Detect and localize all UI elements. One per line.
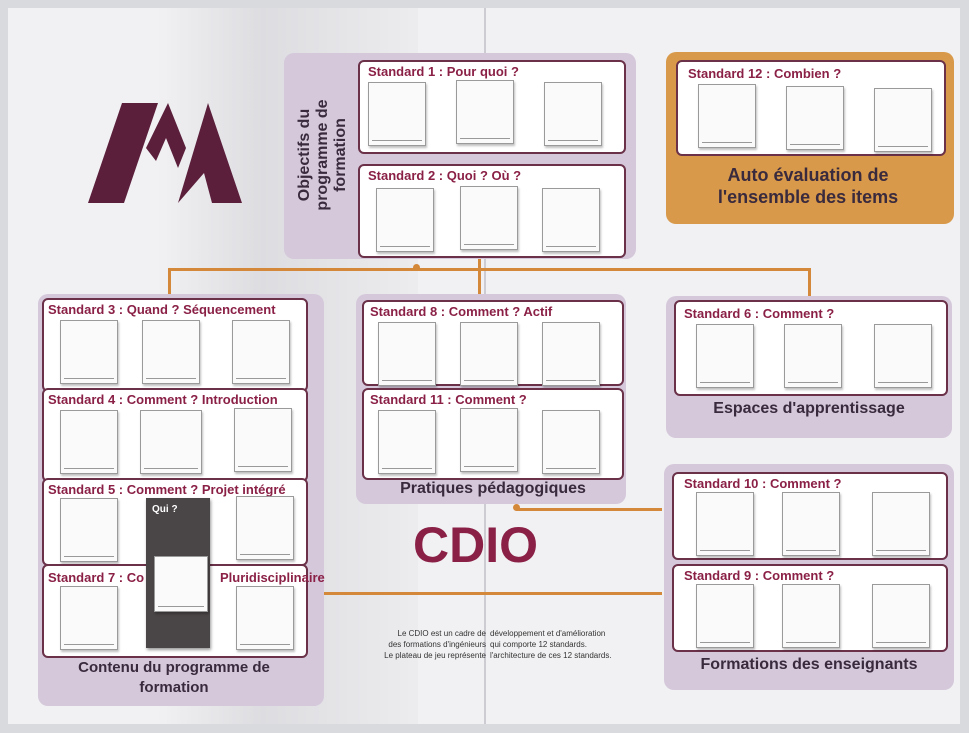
standard-card [542, 188, 600, 252]
standard-card [236, 496, 294, 560]
standard-9-title: Standard 9 : Comment ? [684, 568, 835, 583]
standard-card [378, 322, 436, 386]
standard-6-title: Standard 6 : Comment ? [684, 306, 835, 321]
standard-card [460, 186, 518, 250]
standard-card [544, 82, 602, 146]
standard-card [460, 408, 518, 472]
cdio-title: CDIO [413, 517, 538, 573]
footer-right: développement et d'amélioration qui comp… [490, 628, 660, 661]
standard-4-title: Standard 4 : Comment ? Introduction [48, 392, 278, 407]
cdio-poster: Objectifs du programme de formation Stan… [8, 8, 960, 724]
section-espaces-label: Espaces d'apprentissage [713, 400, 905, 417]
standard-card [60, 498, 118, 562]
connector-mid-right [516, 508, 662, 511]
standard-card [376, 188, 434, 252]
standard-card [872, 584, 930, 648]
standard-11-title: Standard 11 : Comment ? [370, 392, 527, 407]
footer-right-line: développement et d'amélioration [490, 629, 606, 638]
standard-card [782, 584, 840, 648]
standard-1-title: Standard 1 : Pour quoi ? [368, 64, 519, 79]
standard-card [232, 320, 290, 384]
standard-card [696, 492, 754, 556]
standard-7-title: Standard 7 : Co [48, 570, 145, 585]
footer-right-line: qui comporte 12 standards. [490, 640, 587, 649]
section-objectifs-label: Objectifs du programme de formation [296, 99, 349, 211]
section-auto-label: Auto évaluation de l'ensemble des items [717, 165, 899, 207]
standard-8-title: Standard 8 : Comment ? Actif [370, 304, 553, 319]
standard-card [786, 86, 844, 150]
standard-12-title: Standard 12 : Combien ? [688, 66, 842, 81]
standard-card [872, 492, 930, 556]
standard-card [234, 408, 292, 472]
standard-card [60, 410, 118, 474]
cdio-logo-icon [88, 103, 242, 203]
footer-right-line: l'architecture de ces 12 standards. [490, 651, 612, 660]
standard-card [378, 410, 436, 474]
standard-card [154, 556, 208, 612]
dark-card-label: Qui ? [152, 504, 178, 515]
section-contenu-label: Contenu du programme de formation [78, 659, 270, 696]
standard-card [60, 320, 118, 384]
standard-card [456, 80, 514, 144]
standard-card [698, 84, 756, 148]
connector-horizontal-top [168, 268, 808, 271]
standard-card [696, 324, 754, 388]
standard-card [236, 586, 294, 650]
connector-drop-left [168, 268, 171, 300]
standard-card [696, 584, 754, 648]
connector-node [513, 504, 520, 511]
standard-card [874, 88, 932, 152]
standard-card [460, 322, 518, 386]
standard-card [542, 322, 600, 386]
standard-card [368, 82, 426, 146]
connector-drop-center [478, 268, 481, 298]
standard-card [140, 410, 202, 474]
connector-bottom [316, 592, 662, 595]
connector-node [413, 264, 420, 271]
standard-7-title-end: Pluridisciplinaire [220, 570, 325, 585]
standard-2-title: Standard 2 : Quoi ? Où ? [368, 168, 522, 183]
connector-drop-right [808, 268, 811, 298]
standard-5-title: Standard 5 : Comment ? Projet intégré [48, 482, 286, 497]
footer-left-line: Le plateau de jeu représente [384, 651, 486, 660]
standard-card [542, 410, 600, 474]
standard-card [784, 324, 842, 388]
standard-card [142, 320, 200, 384]
footer-left-line: Le CDIO est un cadre de [397, 629, 487, 638]
section-formations-label: Formations des enseignants [700, 656, 918, 673]
standard-3-title: Standard 3 : Quand ? Séquencement [48, 302, 276, 317]
standard-card [782, 492, 840, 556]
standard-card [874, 324, 932, 388]
standard-10-title: Standard 10 : Comment ? [684, 476, 842, 491]
footer-left: Le CDIO est un cadre de des formations d… [368, 628, 486, 661]
footer-left-line: des formations d'ingénieurs [388, 640, 486, 649]
standard-card [60, 586, 118, 650]
section-pratiques-label: Pratiques pédagogiques [400, 480, 586, 497]
